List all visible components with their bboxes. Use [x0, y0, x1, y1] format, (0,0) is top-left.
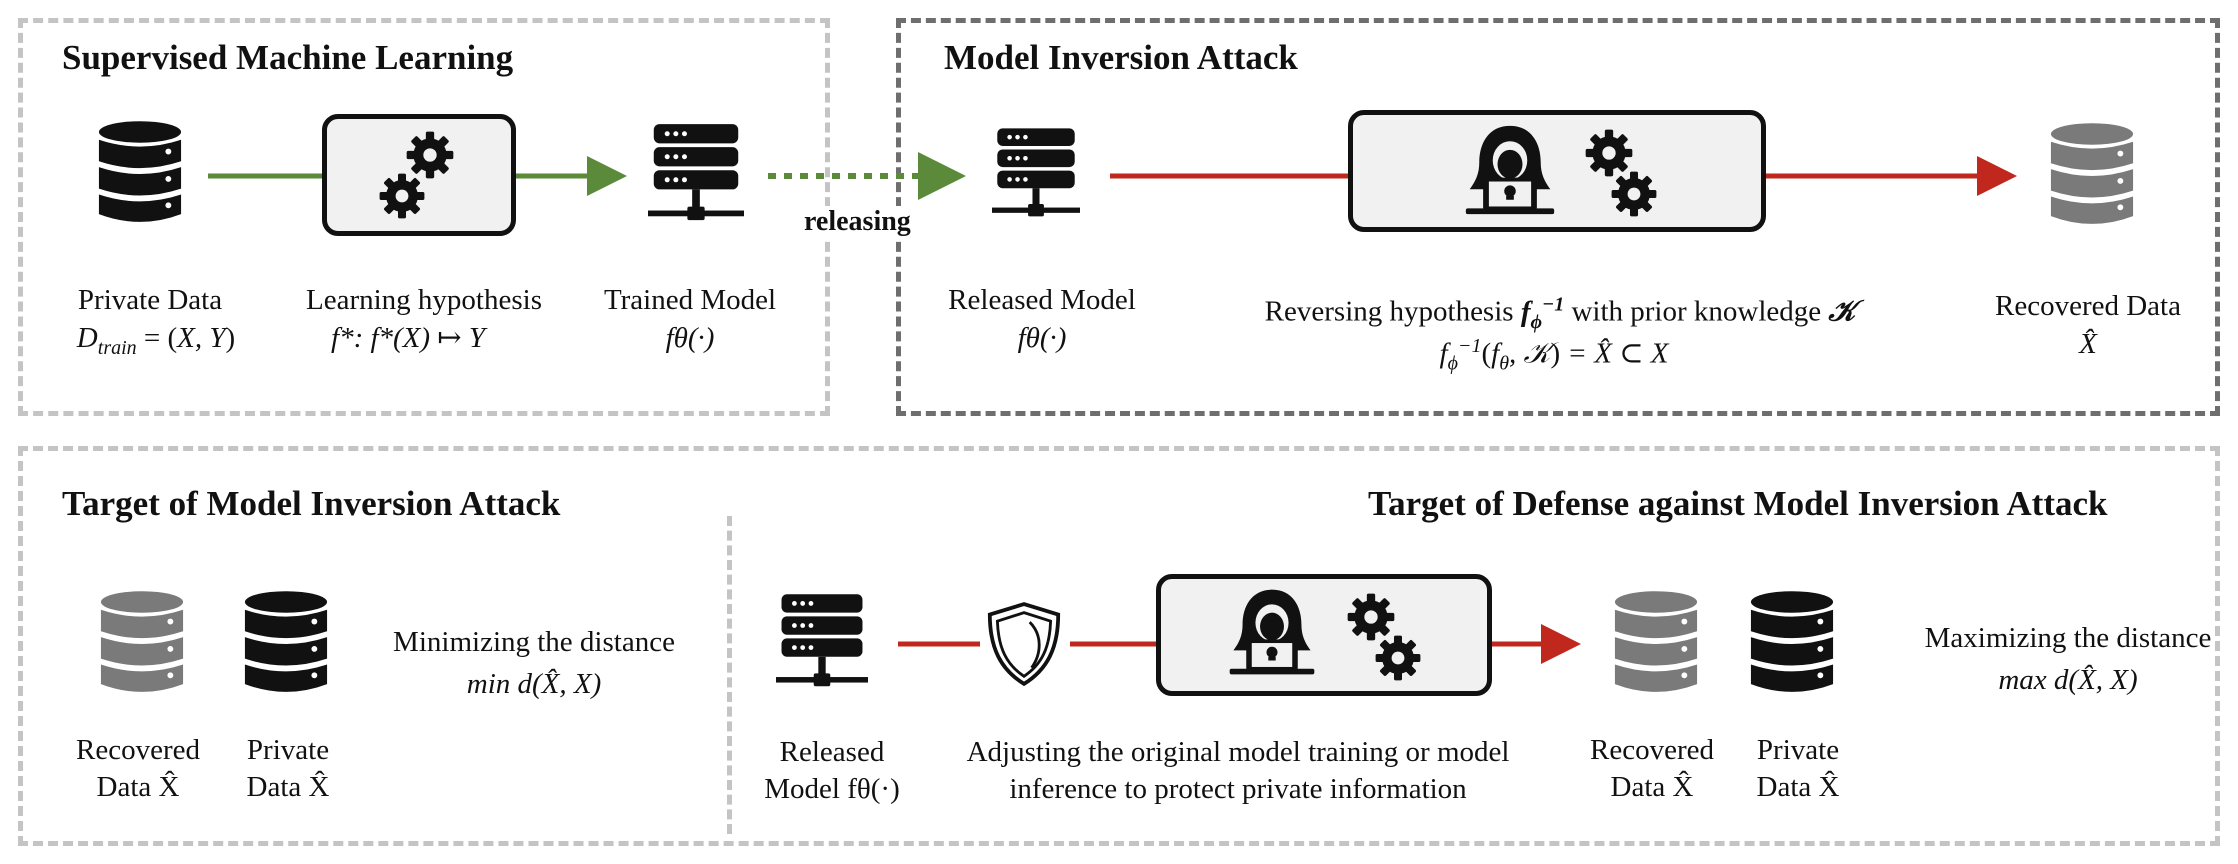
private-data-formula: Dtrain = (X, Y) — [76, 322, 236, 359]
maximize-label: Maximizing the distance — [1924, 622, 2212, 654]
target-attack-recovered-label: Recovered Data X̂ — [76, 734, 200, 803]
learning-hypothesis-box — [322, 114, 516, 236]
private-data-label: Private Data — [77, 284, 223, 316]
reversing-hypothesis-formula: fϕ−1(fθ, 𝒦) = X̂ ⊂ X — [1439, 335, 1669, 375]
target-attack-title: Target of Model Inversion Attack — [62, 484, 561, 523]
target-attack-private-label: Private Data X̂ — [246, 734, 330, 803]
released-model-label: Released Model — [948, 284, 1136, 316]
trained-model-label: Trained Model — [603, 284, 777, 316]
reversing-hypothesis-box — [1348, 110, 1766, 232]
released-model-formula: fθ(·) — [1017, 322, 1067, 354]
supervised-learning-title: Supervised Machine Learning — [62, 38, 514, 77]
recovered-data-label: Recovered Data — [1995, 290, 2181, 322]
learning-hypothesis-label: Learning hypothesis — [306, 284, 542, 316]
trained-model-formula: fθ(·) — [665, 322, 715, 354]
recovered-data-formula: X̂ — [2079, 328, 2097, 360]
reversing-hypothesis-label: Reversing hypothesis fϕ−1 with prior kno… — [1264, 293, 1856, 333]
target-panel — [18, 446, 2220, 846]
minimize-formula: min d(X̂, X) — [466, 668, 602, 700]
defense-box — [1156, 574, 1492, 696]
target-defense-released-label: Released Model fθ(·) — [764, 736, 900, 805]
model-inversion-title: Model Inversion Attack — [944, 38, 1298, 77]
adjust-label: Adjusting the original model training or… — [966, 736, 1510, 805]
minimize-label: Minimizing the distance — [393, 626, 675, 658]
target-defense-recovered-label: Recovered Data X̂ — [1590, 734, 1714, 803]
target-divider — [727, 516, 732, 834]
maximize-formula: max d(X̂, X) — [1998, 664, 2138, 696]
target-defense-private-label: Private Data X̂ — [1756, 734, 1840, 803]
target-defense-title: Target of Defense against Model Inversio… — [1368, 484, 2108, 523]
learning-hypothesis-formula: f*: f*(X) ↦ Y — [331, 322, 485, 354]
releasing-label: releasing — [800, 206, 915, 238]
